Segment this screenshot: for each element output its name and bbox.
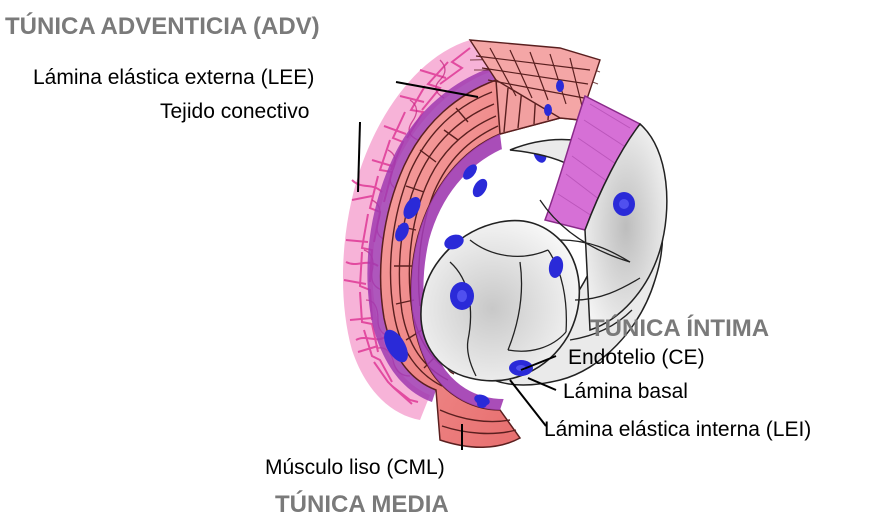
adventicia-title: TÚNICA ADVENTICIA (ADV) <box>5 12 320 40</box>
endotelio-label: Endotelio (CE) <box>568 346 705 369</box>
media-title: TÚNICA MEDIA <box>275 490 449 518</box>
lamina-basal-label: Lámina basal <box>563 380 688 403</box>
musculo-label: Músculo liso (CML) <box>265 456 445 479</box>
tejido-label: Tejido conectivo <box>160 100 309 123</box>
lei-leader <box>510 380 546 426</box>
lee-label: Lámina elástica externa (LEE) <box>33 66 314 89</box>
lei-label: Lámina elástica interna (LEI) <box>544 418 811 441</box>
intima-title: TÚNICA ÍNTIMA <box>590 314 769 342</box>
